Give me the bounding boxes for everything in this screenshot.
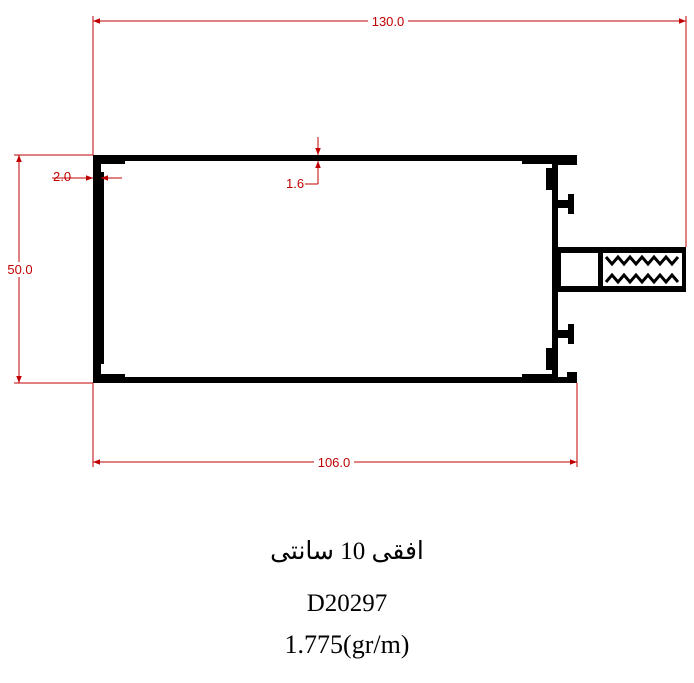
right-top-notch	[522, 161, 552, 164]
fin-upper-head	[568, 194, 574, 214]
profile-weight: 1.775(gr/m)	[284, 630, 410, 659]
top-corner-lip	[558, 161, 567, 165]
overall-width-label: 130.0	[372, 14, 405, 29]
upper-teeth	[604, 254, 680, 267]
left-inner-lip	[101, 172, 104, 364]
top-wall	[93, 155, 567, 161]
right-wall	[552, 161, 558, 377]
top-corner-tab	[567, 155, 577, 165]
tongue-divider	[598, 253, 603, 286]
inner-hook-top	[546, 168, 552, 190]
lower-teeth	[604, 272, 680, 285]
body-width-label: 106.0	[318, 455, 351, 470]
fin-lower-stem	[558, 330, 572, 338]
profile-section	[93, 155, 686, 383]
profile-code: D20297	[306, 590, 388, 617]
inner-hook-bottom	[546, 348, 552, 370]
wall-top-label: 1.6	[286, 176, 304, 191]
tongue-bottom	[558, 286, 685, 292]
fin-upper-stem	[558, 200, 572, 208]
fin-lower-head	[568, 324, 574, 344]
left-top-notch	[101, 161, 125, 164]
bottom-corner-tab	[567, 372, 577, 383]
tongue-teeth	[604, 254, 680, 285]
height-label: 50.0	[7, 262, 32, 277]
left-bottom-notch	[101, 374, 125, 377]
left-wall	[93, 155, 101, 383]
tongue-top	[558, 247, 685, 253]
tongue-left-web	[558, 253, 561, 286]
dimension-labels: 130.0 106.0 50.0 2.0 1.6	[4, 14, 408, 470]
tongue-end	[682, 247, 686, 292]
wall-side-label: 2.0	[53, 169, 71, 184]
right-bottom-notch	[522, 374, 552, 377]
profile-name: افقی 10 سانتی	[270, 538, 424, 565]
dimension-lines	[14, 16, 687, 467]
bottom-wall	[93, 377, 577, 383]
